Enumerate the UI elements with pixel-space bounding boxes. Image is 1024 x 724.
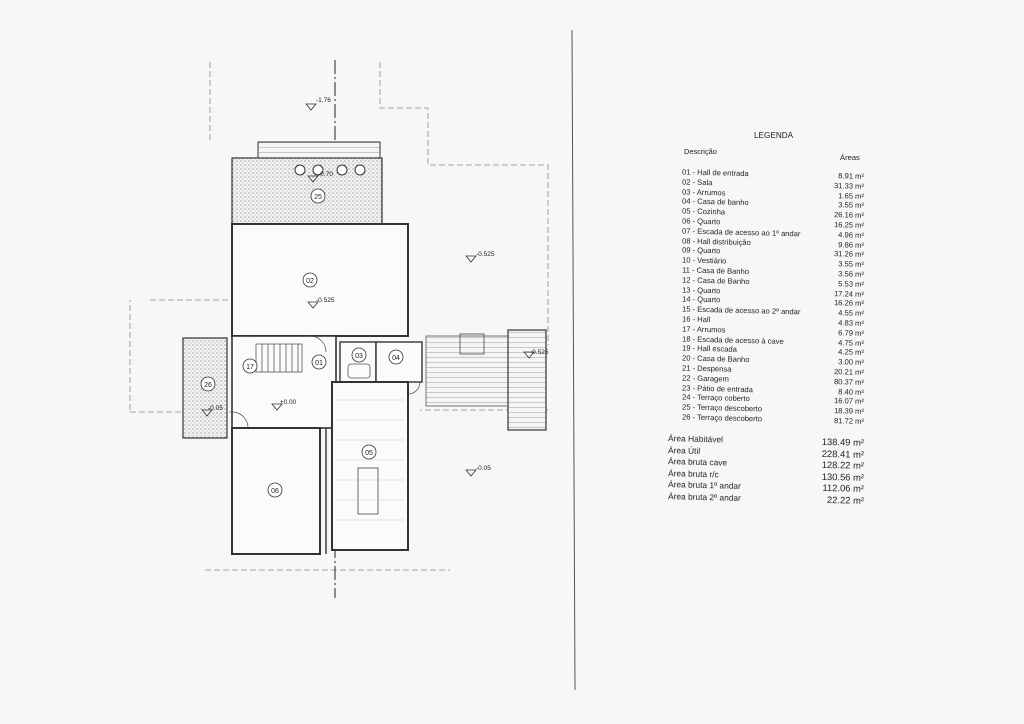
tag-17: 17 [246, 364, 254, 371]
level-2: -0.70 [318, 171, 333, 178]
total-area: 128.22 m² [821, 459, 865, 472]
tag-26: 26 [204, 382, 212, 389]
bathtub [347, 363, 371, 379]
total-area: 228.41 m² [821, 447, 865, 460]
level-8: -0.05 [476, 465, 491, 472]
legend-title: LEGENDA [754, 131, 794, 140]
stair-outdoor [459, 333, 485, 355]
room-cozinha [331, 381, 409, 551]
level-7: ±0.00 [280, 399, 297, 406]
tag-04: 04 [392, 355, 400, 362]
total-area: 22.22 m² [826, 493, 865, 506]
zone-hall [231, 335, 337, 429]
door-swings [231, 335, 421, 429]
legend-total-row: Área bruta 2º andar 22.22 m² [664, 491, 865, 509]
total-label: Área bruta 2º andar [667, 491, 742, 503]
total-area: 130.56 m² [821, 470, 865, 483]
totals-list: Área Habitável 138.49 m² Área Útil 228.41 m… [664, 128, 884, 508]
description-header: Descrição [684, 147, 717, 156]
tag-02: 02 [306, 278, 314, 285]
room-sala [231, 223, 409, 337]
terrace-north-top [257, 141, 381, 159]
kitchen-tiling [336, 399, 404, 521]
legend-panel: LEGENDA Descrição Áreas 01 - Hall de ent… [664, 128, 884, 508]
areas-header: Áreas [840, 153, 860, 162]
kitchen-island [357, 467, 379, 515]
level-3: -0.525 [476, 251, 495, 258]
tag-03: 03 [355, 353, 363, 360]
level-markers: -1.76 -0.70 -0.525 -0.525 -0.525 -0.05 ±… [201, 97, 549, 477]
terrace-columns [294, 164, 366, 176]
room-tags: 01 02 03 04 05 06 17 25 26 [200, 188, 404, 498]
total-area: 138.49 m² [821, 435, 865, 448]
total-area: 112.06 m² [822, 482, 865, 495]
total-label: Área Útil [667, 444, 701, 456]
sheet-fold-line [571, 29, 576, 691]
ramp [507, 329, 547, 431]
total-label: Área bruta cave [667, 456, 728, 468]
tag-01: 01 [315, 360, 323, 367]
level-4: -0.525 [316, 297, 335, 304]
level-6: -0.05 [208, 405, 223, 412]
level-1: -1.76 [316, 97, 331, 104]
level-5: -0.525 [530, 349, 549, 356]
tag-25: 25 [314, 194, 322, 201]
garage-strip [425, 335, 509, 407]
total-label: Área bruta 1º andar [667, 479, 742, 492]
total-label: Área Habitável [667, 433, 724, 445]
stair-treads [255, 343, 303, 373]
total-label: Área bruta r/c [667, 467, 719, 480]
tag-06: 06 [271, 488, 279, 495]
tag-05: 05 [365, 450, 373, 457]
